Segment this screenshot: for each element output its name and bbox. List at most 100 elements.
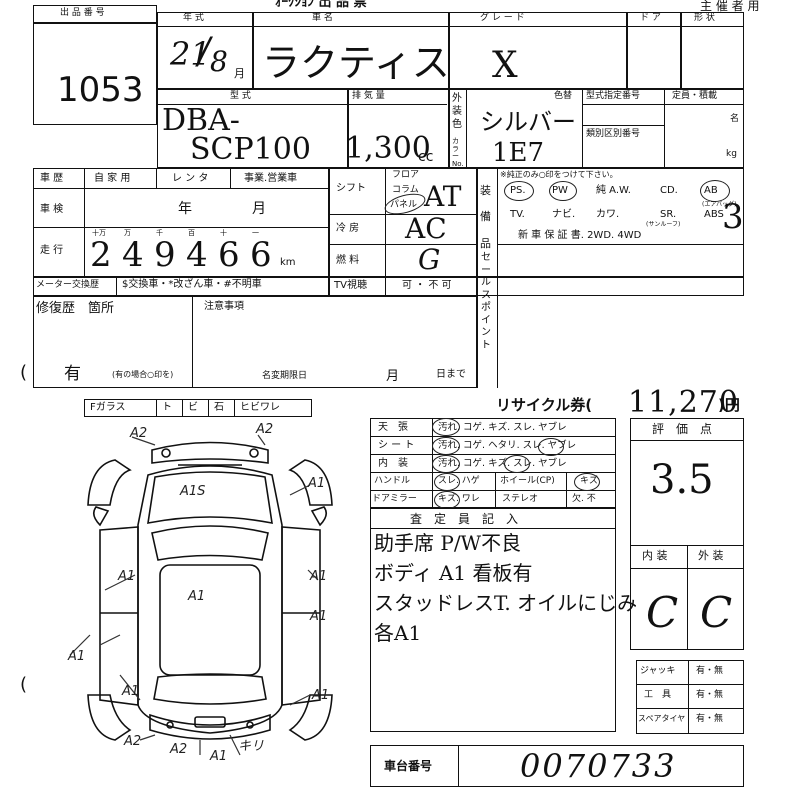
inspection-label: 車 検: [40, 204, 64, 215]
tv-value: 可 ・ 不 可: [402, 280, 452, 291]
inspection-year: 年: [178, 201, 192, 217]
rental-label: レ ン タ: [172, 173, 209, 184]
recycle-label: リサイクル券(: [496, 396, 593, 414]
mileage-digit: 9: [154, 235, 176, 275]
stereo-option: 欠. 不: [572, 494, 596, 504]
grade-label: グ レ ー ド: [480, 13, 525, 23]
pw-circle: [549, 181, 577, 201]
jack-value: 有・無: [696, 666, 724, 676]
damage-code: A2: [129, 426, 147, 441]
year-slash: /: [198, 31, 211, 72]
month-value: 8: [210, 45, 228, 78]
shift-value: AT: [424, 180, 462, 213]
interior-row-options: 汚れ. コゲ. キズ. スレ. ヤブレ: [438, 422, 567, 433]
car-name-label: 車 名: [312, 13, 333, 23]
exterior-grade-value: C: [700, 588, 733, 637]
ac-value: AC: [405, 212, 447, 245]
inspector-note: ボディ A1 看板有: [374, 561, 533, 585]
mark-circle-6: [434, 473, 460, 491]
damage-code: A1: [209, 749, 227, 764]
repair-label: 修復歴 箇所: [36, 301, 115, 316]
recycle-value: 11,270: [628, 385, 739, 420]
mark-circle-8: [574, 473, 600, 491]
meter-label: メーター交換歴: [36, 280, 100, 290]
damage-code: A1S: [179, 484, 205, 499]
mileage-digit: 4: [186, 235, 208, 275]
interior-grade-value: C: [646, 588, 679, 637]
mileage-digit: 4: [122, 235, 144, 275]
interior-row-name: 天 張: [378, 422, 408, 433]
interior-grade-label: 内 装: [642, 549, 668, 562]
equip-item: 純 A.W.: [596, 185, 631, 196]
until-label: 日まで: [436, 369, 466, 380]
cc-unit: cc: [418, 149, 434, 165]
color-code-label: カラーNo.: [452, 137, 464, 169]
mark-circle-1: [432, 418, 460, 436]
color-value: シルバー: [480, 108, 576, 136]
ps-circle: [504, 181, 534, 201]
doors-label: ド ア: [640, 13, 661, 23]
lot-label: 出 品 番 号: [60, 8, 105, 18]
class-number-label: 類別区別番号: [586, 129, 641, 139]
damage-code: A2: [255, 422, 273, 437]
score-label: 評 価 点: [652, 422, 713, 436]
inspector-box: [370, 508, 616, 732]
year-type-label: 年 式: [183, 13, 204, 23]
grade-value: X: [492, 45, 518, 86]
ac-label: 冷 房: [336, 223, 360, 234]
exterior-color-label: 外装色: [452, 93, 462, 130]
interior-table: [370, 418, 616, 508]
door-mirror-label: ドアミラー: [372, 494, 417, 504]
margin-mark-1: (: [20, 362, 28, 383]
shift-label: シフト: [336, 183, 366, 194]
mileage-digit-label: 十万: [92, 229, 106, 237]
abs-mark: 3: [722, 197, 744, 237]
stereo-label: ステレオ: [502, 494, 539, 504]
chassis-box: [370, 745, 744, 787]
tools-label: 工 具: [644, 690, 672, 700]
year-value: 21: [170, 35, 211, 73]
mileage-digit: 2: [90, 235, 112, 275]
inspection-month: 月: [252, 201, 266, 217]
inspector-note: スタッドレスT. オイルにじみ: [374, 591, 638, 615]
damage-code: A2: [169, 742, 187, 757]
mileage-digit-label: 一: [252, 229, 259, 237]
damage-code: A1: [121, 684, 139, 699]
mileage-label: 走 行: [40, 245, 64, 256]
damage-code: A1: [311, 688, 329, 703]
damage-code: A1: [309, 609, 327, 624]
panel-label: パネル: [390, 200, 418, 210]
damage-code: A2: [123, 734, 141, 749]
mileage-digit-label: 千: [156, 229, 163, 237]
column-label: コラム: [392, 185, 419, 195]
inspector-note: 助手席 P/W不良: [374, 531, 522, 555]
inspector-note: 各A1: [374, 621, 422, 645]
damage-code: A1: [307, 476, 325, 491]
persons-unit: 名: [730, 114, 740, 124]
model-value-1: DBA-: [162, 103, 240, 138]
car-name-value: ラクティス: [262, 41, 450, 85]
history-block: [33, 168, 744, 296]
glass-cell: ヒビワレ: [240, 402, 280, 413]
shape-label: 形 状: [694, 13, 715, 23]
yen-label: )円: [718, 396, 740, 414]
displacement-label: 排 気 量: [352, 91, 385, 101]
equip-item: カワ.: [596, 209, 620, 220]
ab-circle: [700, 180, 730, 202]
glass-cell: ト: [162, 402, 172, 413]
equip-item: ナビ.: [552, 209, 576, 220]
inspector-label: 査 定 員 記 入: [410, 512, 519, 526]
glass-cell: 石: [214, 402, 224, 413]
equip-item: ABS: [704, 209, 724, 220]
mark-circle-4: [504, 455, 530, 473]
damage-code: A1: [309, 569, 327, 584]
type-number-label: 型式指定番号: [586, 91, 641, 101]
glass-cell: ビ: [188, 402, 198, 413]
repair-block: [33, 296, 477, 388]
history-label: 車 歴: [40, 173, 64, 184]
displacement-value: 1,300: [345, 131, 431, 166]
interior-row-options: 汚れ. コゲ. キズ. スレ. ヤブレ: [438, 458, 567, 469]
equip-small-2: (サンルーフ): [646, 221, 681, 228]
equipment-label: 装備品: [480, 184, 491, 250]
